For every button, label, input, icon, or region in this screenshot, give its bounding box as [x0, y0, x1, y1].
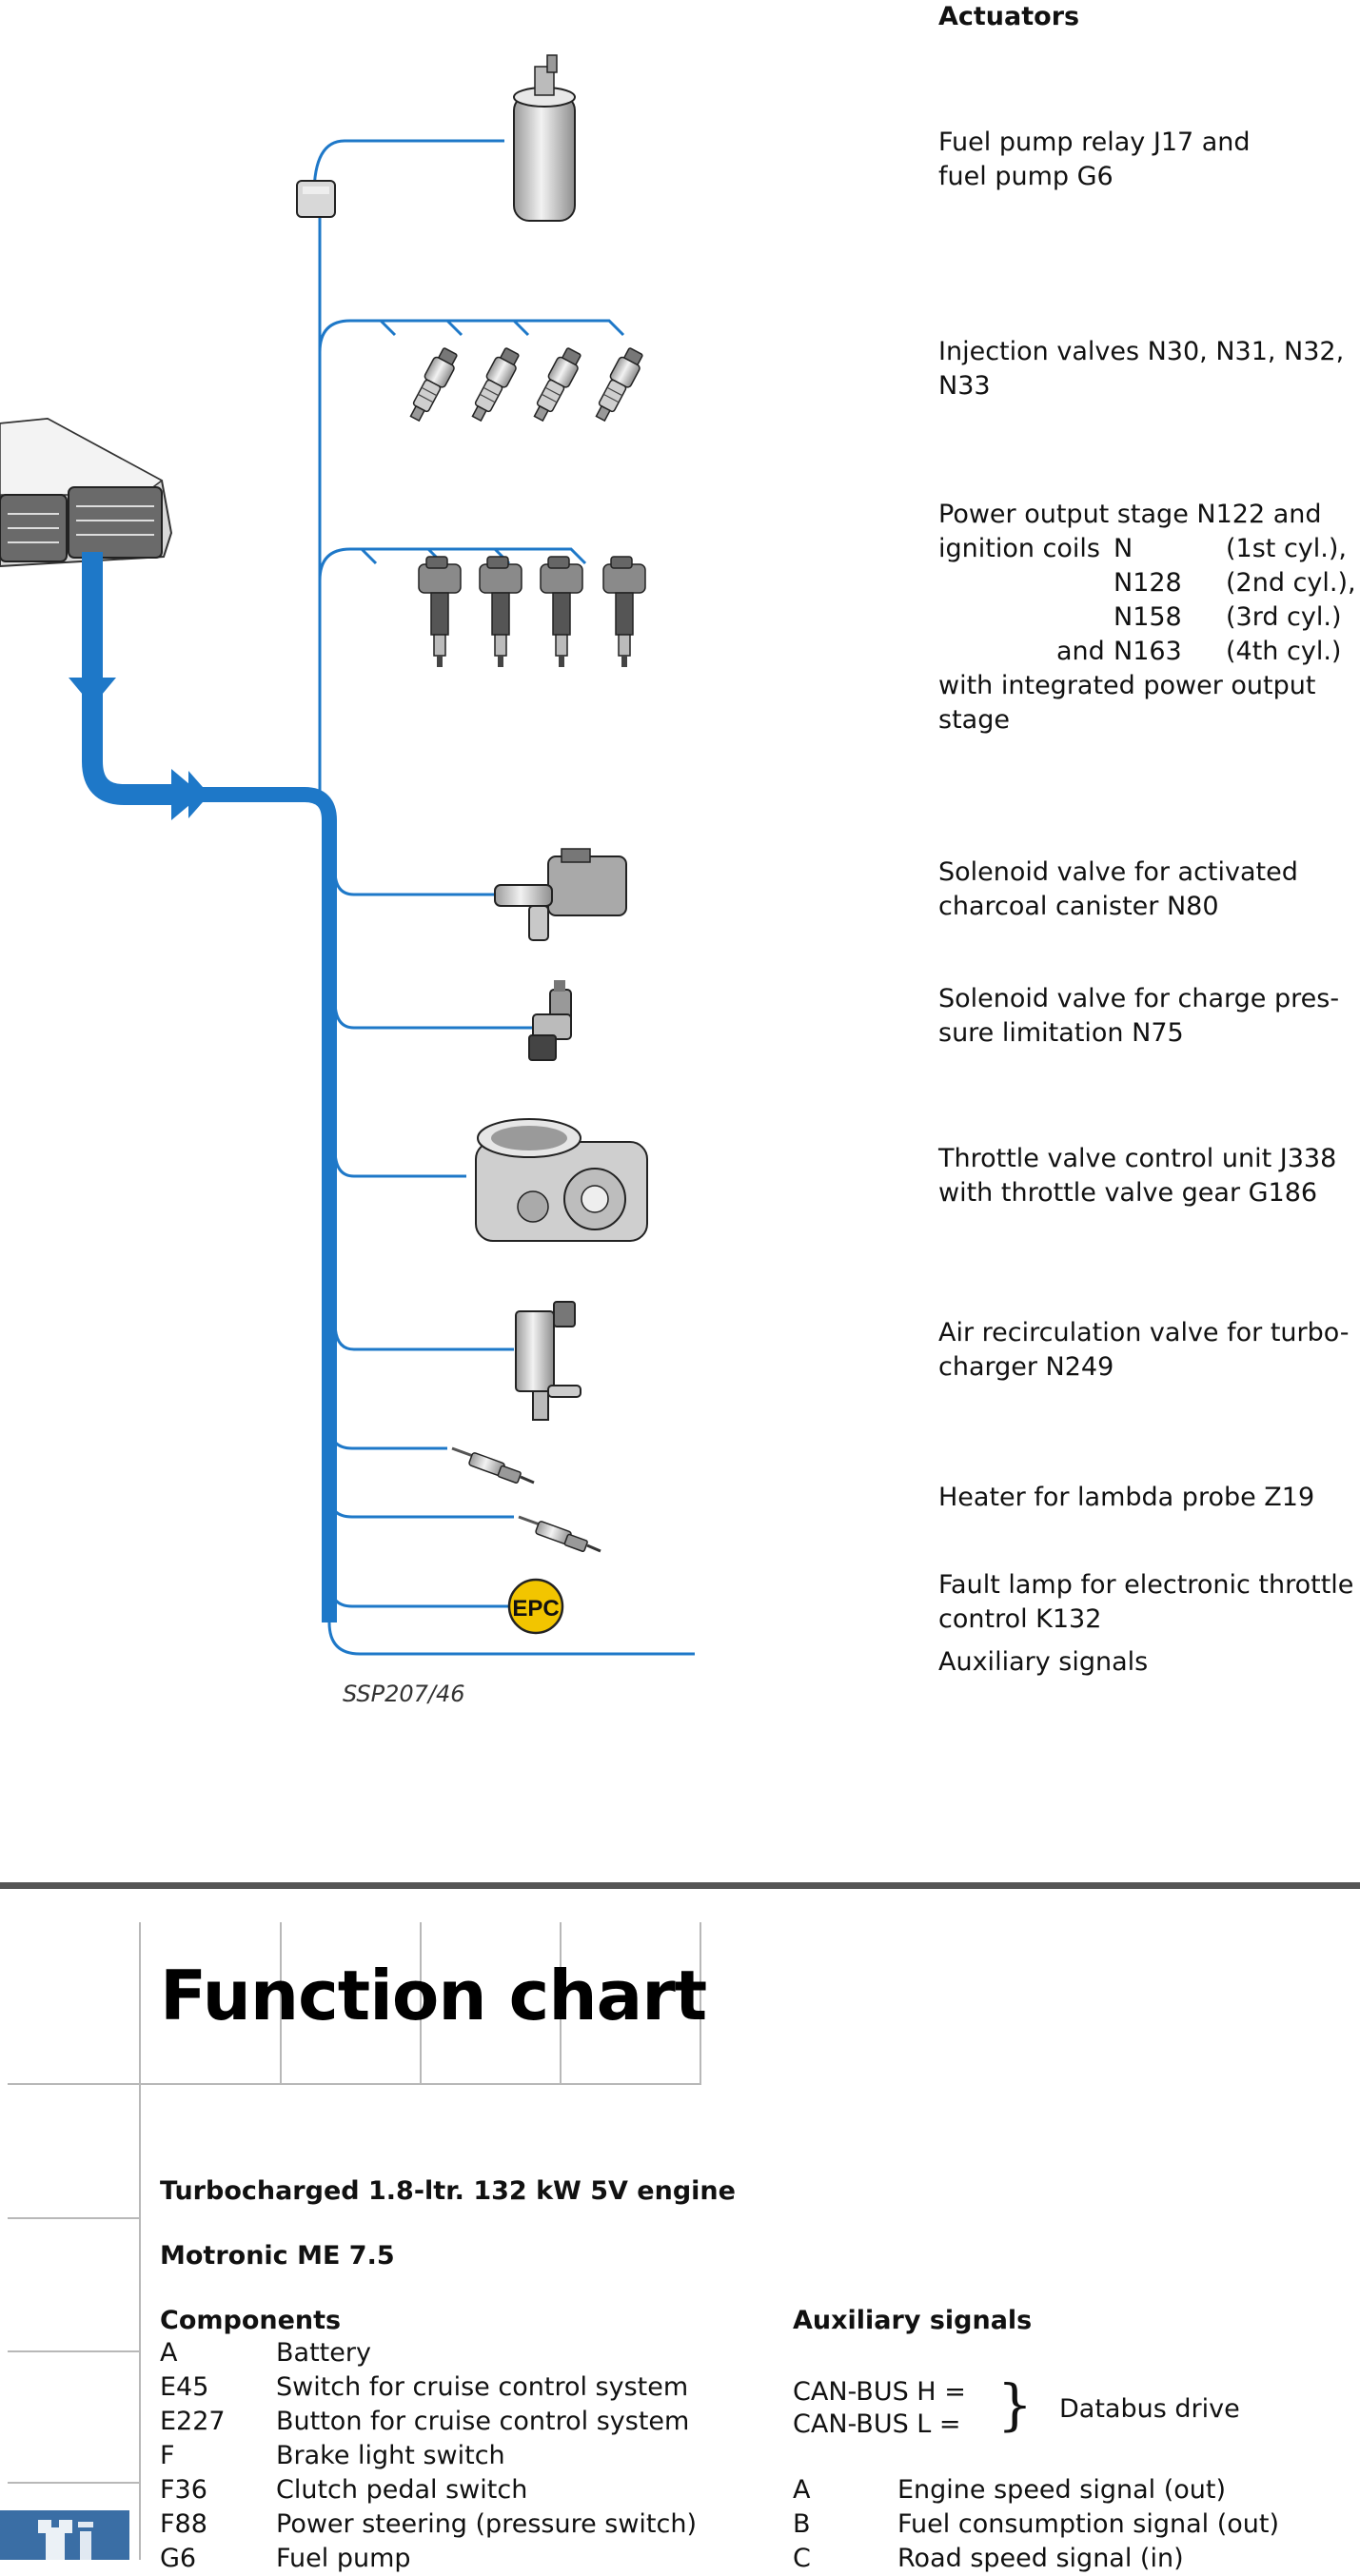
- component-code: E45: [160, 2372, 209, 2402]
- component-description: Fuel pump: [276, 2544, 411, 2573]
- component-code: E227: [160, 2407, 226, 2436]
- actuator-label: Auxiliary signals: [938, 1647, 1149, 1677]
- coil-code: N158: [1114, 602, 1182, 632]
- component-description: Switch for cruise control system: [276, 2372, 689, 2402]
- actuator-label: Heater for lambda probe Z19: [938, 1483, 1315, 1512]
- engine-subtitle: Turbocharged 1.8-ltr. 132 kW 5V engine: [160, 2176, 736, 2206]
- aux-signal-description: Engine speed signal (out): [897, 2475, 1227, 2505]
- component-code: F88: [160, 2509, 207, 2539]
- actuator-label: Solenoid valve for activated: [938, 857, 1298, 887]
- air-recirculation-valve-image: [515, 1301, 581, 1421]
- actuator-label: Fuel pump relay J17 and: [938, 128, 1251, 157]
- aux-signal-description: Fuel consumption signal (out): [897, 2509, 1279, 2539]
- epc-fault-lamp: [507, 1578, 564, 1635]
- aux-signal-code: C: [793, 2544, 811, 2573]
- actuator-label: with throttle valve gear G186: [938, 1178, 1318, 1208]
- brace-icon: }: [997, 2372, 1033, 2437]
- actuator-label: fuel pump G6: [938, 162, 1114, 191]
- system-subtitle: Motronic ME 7.5: [160, 2241, 395, 2271]
- components-heading: Components: [160, 2306, 342, 2335]
- component-code: F36: [160, 2475, 207, 2505]
- coil-code: N: [1114, 534, 1133, 563]
- aux-signal-description: Road speed signal (in): [897, 2544, 1184, 2573]
- actuator-label: stage: [938, 705, 1010, 735]
- charcoal-canister-valve-image: [494, 848, 627, 941]
- actuator-label: charger N249: [938, 1352, 1114, 1382]
- component-description: Battery: [276, 2338, 371, 2368]
- component-description: Clutch pedal switch: [276, 2475, 528, 2505]
- coil-cylinder: (2nd cyl.),: [1226, 568, 1356, 598]
- actuator-label: Throttle valve control unit J338: [938, 1144, 1337, 1173]
- actuator-label: Fault lamp for electronic throttle: [938, 1570, 1354, 1600]
- engine-control-unit-image: [0, 417, 173, 568]
- charge-pressure-valve-image: [528, 980, 572, 1061]
- fuel-pump-relay-image: [296, 180, 336, 218]
- databus-label: Databus drive: [1059, 2394, 1240, 2424]
- actuators-heading: Actuators: [938, 2, 1080, 31]
- throttle-valve-image: [475, 1118, 648, 1242]
- can-bus-h: CAN-BUS H =: [793, 2377, 966, 2407]
- coil-cylinder: (3rd cyl.): [1226, 602, 1342, 632]
- actuator-label: N33: [938, 371, 991, 401]
- component-code: G6: [160, 2544, 197, 2573]
- actuator-label: sure limitation N75: [938, 1018, 1184, 1048]
- actuator-wiring-diagram: EPC: [0, 54, 695, 1656]
- component-description: Power steering (pressure switch): [276, 2509, 697, 2539]
- aux-signal-code: A: [793, 2475, 811, 2505]
- can-bus-l: CAN-BUS L =: [793, 2409, 961, 2439]
- epc-lamp-label: EPC: [512, 1596, 559, 1622]
- actuator-label: control K132: [938, 1604, 1102, 1634]
- right-arrow: [171, 769, 202, 820]
- actuator-label: Solenoid valve for charge pres-: [938, 984, 1340, 1013]
- actuator-label: ignition coils: [938, 534, 1100, 563]
- actuator-label: Power output stage N122 and: [938, 500, 1322, 529]
- actuator-label: Air recirculation valve for turbo-: [938, 1318, 1350, 1347]
- component-code: A: [160, 2338, 178, 2368]
- coil-code: N163: [1114, 637, 1182, 666]
- lambda-probe-heater-image: [450, 1446, 602, 1554]
- actuator-label: charcoal canister N80: [938, 892, 1219, 921]
- component-description: Brake light switch: [276, 2441, 505, 2470]
- aux-signals-heading: Auxiliary signals: [793, 2306, 1033, 2335]
- aux-signal-code: B: [793, 2509, 811, 2539]
- coil-cylinder: (4th cyl.): [1226, 637, 1342, 666]
- actuator-label: Injection valves N30, N31, N32,: [938, 337, 1345, 366]
- page-divider: [0, 1882, 1360, 1889]
- coil-prefix: and: [1056, 637, 1105, 666]
- actuator-label: with integrated power output: [938, 671, 1316, 700]
- fuel-pump-image: [513, 54, 576, 222]
- coil-cylinder: (1st cyl.),: [1226, 534, 1347, 563]
- down-arrow: [69, 678, 116, 706]
- ignition-coils-image: [418, 556, 646, 668]
- injection-valves-image: [404, 344, 647, 425]
- grid-line: [139, 1922, 141, 2560]
- publisher-logo-icon: [0, 2510, 129, 2560]
- component-code: F: [160, 2441, 175, 2470]
- main-bus: [82, 552, 337, 1622]
- page-title: Function chart: [160, 1956, 707, 2035]
- coil-code: N128: [1114, 568, 1182, 598]
- figure-caption: SSP207/46: [343, 1681, 465, 1707]
- component-description: Button for cruise control system: [276, 2407, 690, 2436]
